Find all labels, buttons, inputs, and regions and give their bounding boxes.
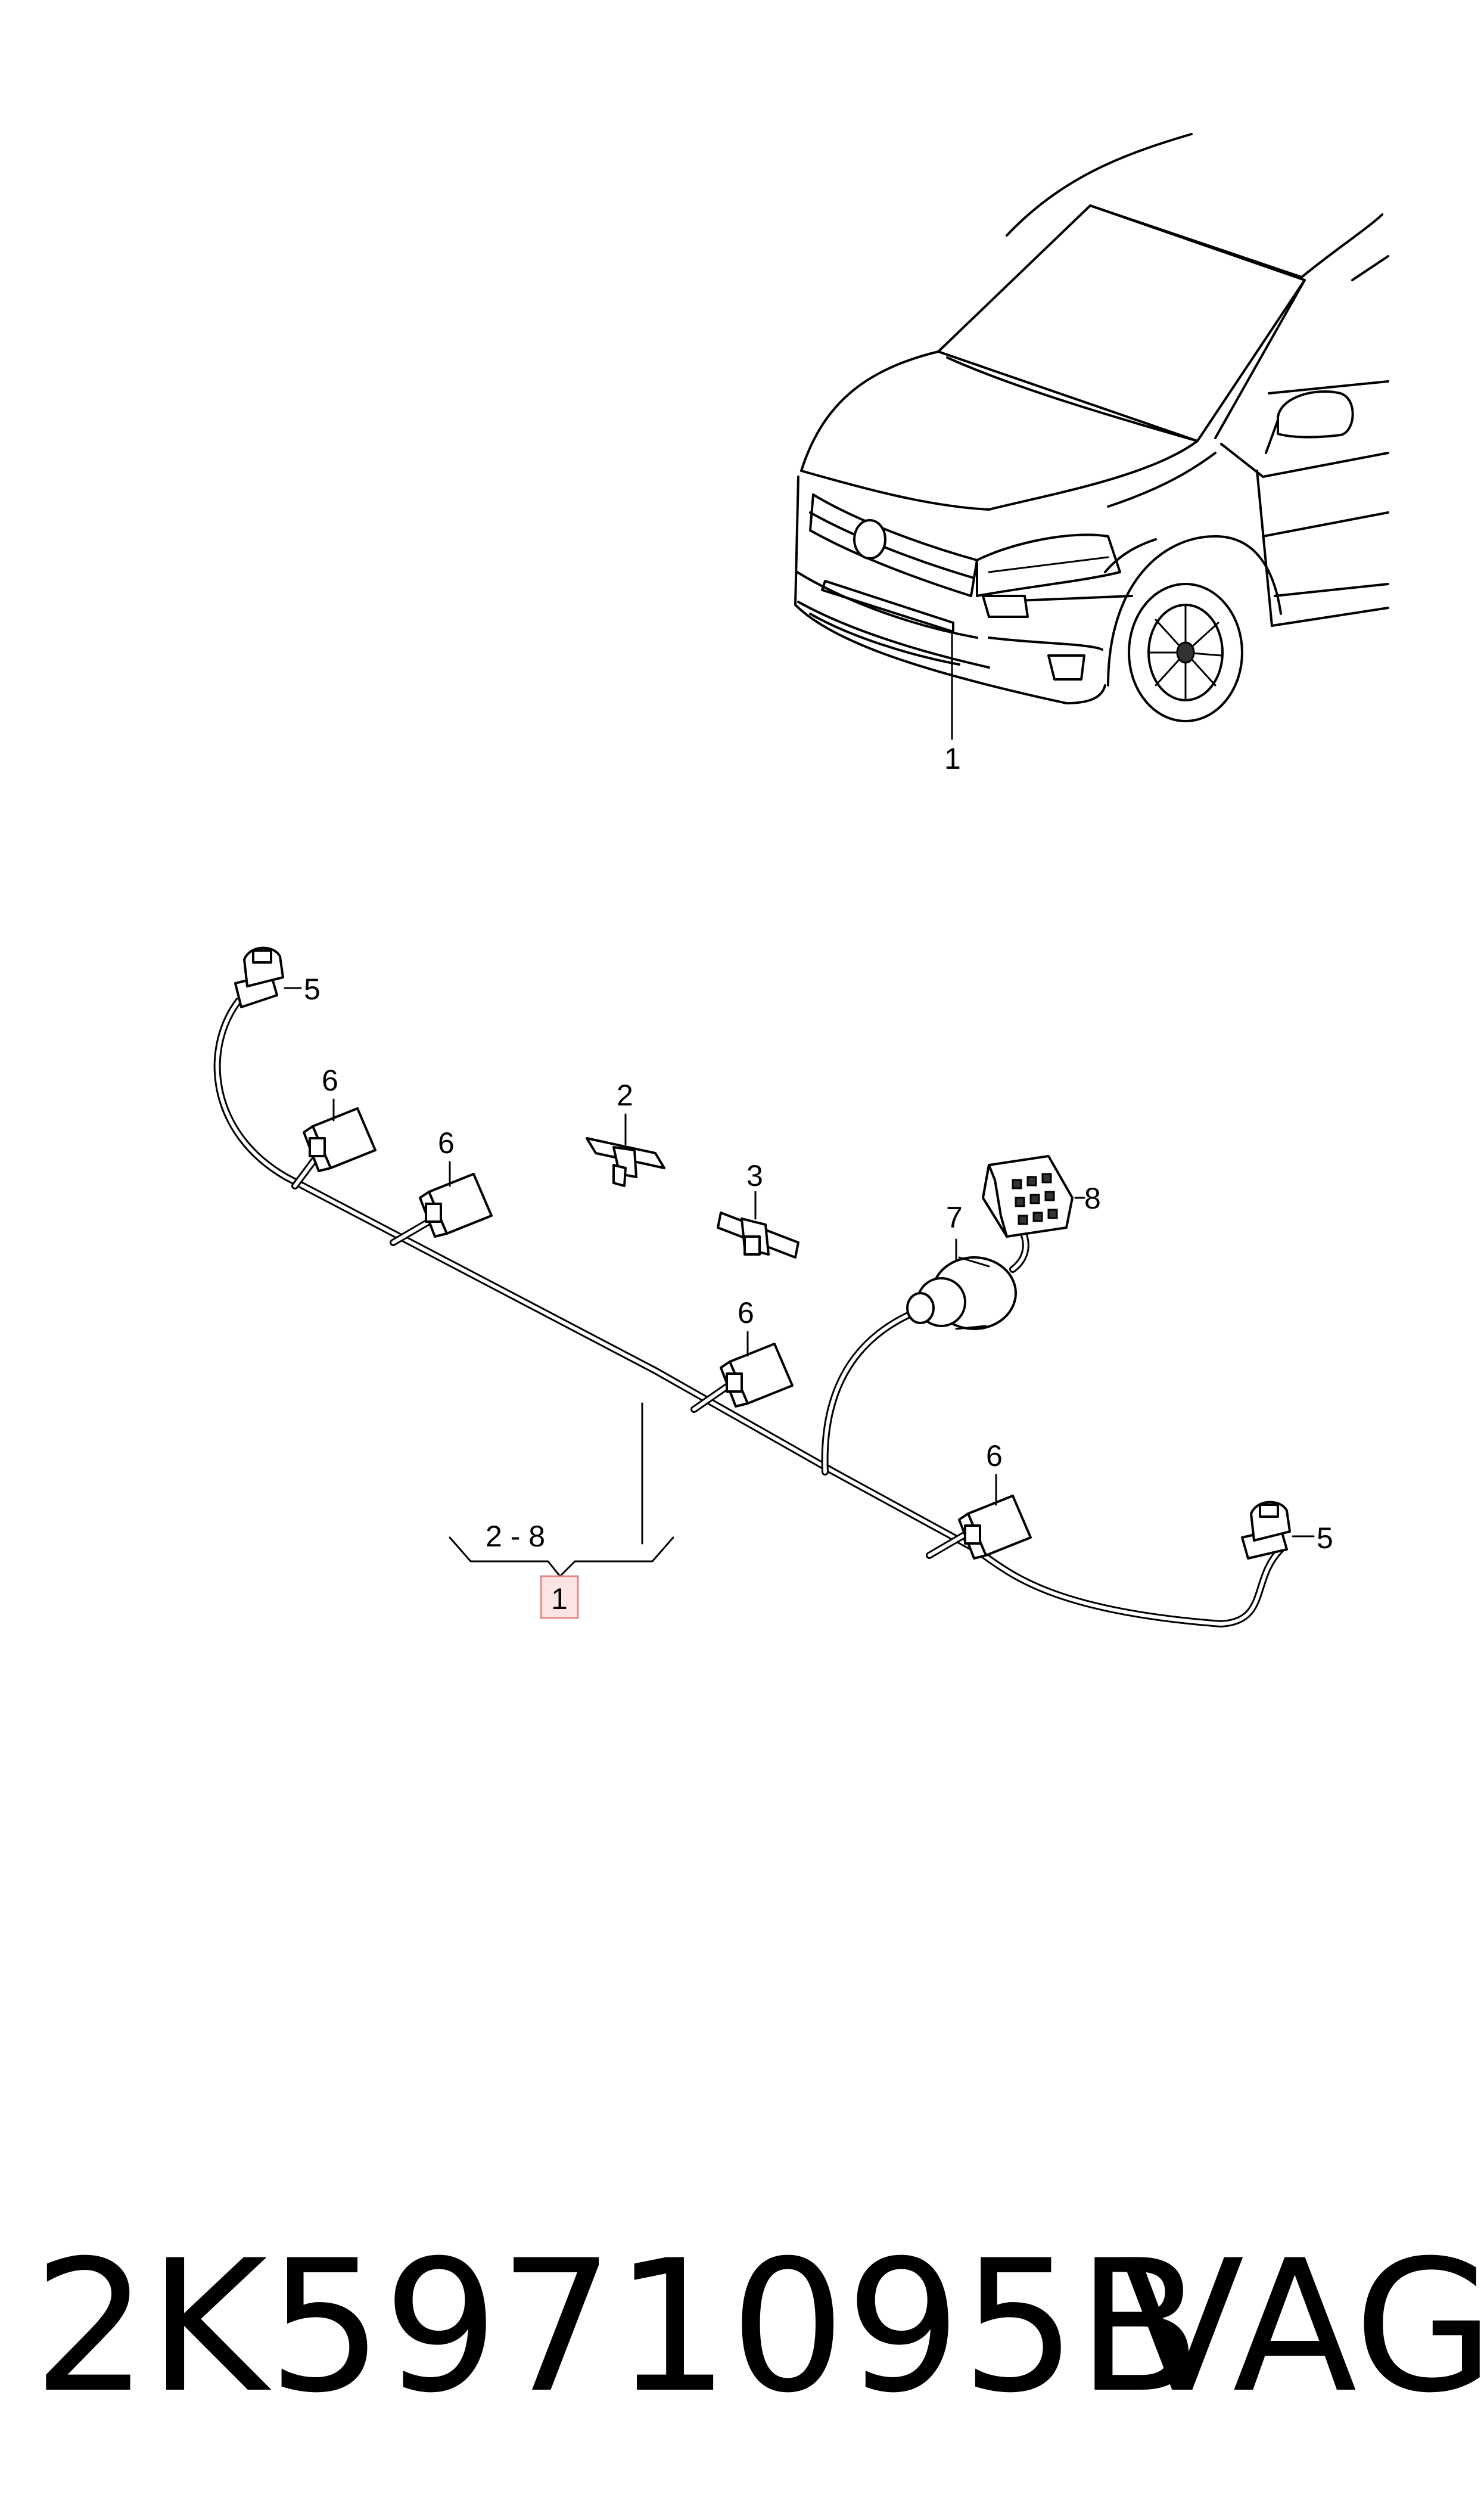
connector-6-b xyxy=(419,1161,493,1238)
callout-assembly: 1 xyxy=(551,1582,568,1616)
grommet-part-7 xyxy=(906,1238,1017,1330)
callout-part-8: 8 xyxy=(1084,1182,1101,1215)
callout-part-2: 2 xyxy=(617,1079,633,1112)
callout-part-6-c: 6 xyxy=(738,1296,754,1330)
callout-part-5-left: 5 xyxy=(304,973,321,1006)
callout-range: 2 - 8 xyxy=(486,1520,545,1553)
sensor-grommet-right xyxy=(1241,1501,1315,1560)
connector-6-c xyxy=(720,1331,794,1408)
vehicle-front-illustration xyxy=(794,133,1389,740)
clip-part-2 xyxy=(586,1113,665,1187)
callout-part-6-b: 6 xyxy=(438,1126,455,1160)
assembly-highlight xyxy=(540,1575,579,1619)
footer: 2K5971095B VAG xyxy=(0,2223,1484,2431)
connector-6-a xyxy=(303,1098,377,1172)
callout-part-7: 7 xyxy=(946,1201,963,1234)
callout-part-3: 3 xyxy=(746,1159,763,1192)
connector-part-8 xyxy=(982,1155,1085,1238)
connector-6-d xyxy=(958,1474,1032,1560)
part-number: 2K5971095B xyxy=(33,2221,1202,2433)
clip-part-3 xyxy=(717,1191,799,1259)
sensor-grommet-left xyxy=(234,946,302,1008)
callout-car-1: 1 xyxy=(944,742,961,775)
assembly-bracket xyxy=(449,1402,674,1619)
callout-part-5-right: 5 xyxy=(1317,1521,1333,1555)
callout-part-6-d: 6 xyxy=(986,1439,1003,1473)
brand-name: VAG xyxy=(1120,2221,1484,2433)
callout-part-6-a: 6 xyxy=(322,1064,338,1097)
